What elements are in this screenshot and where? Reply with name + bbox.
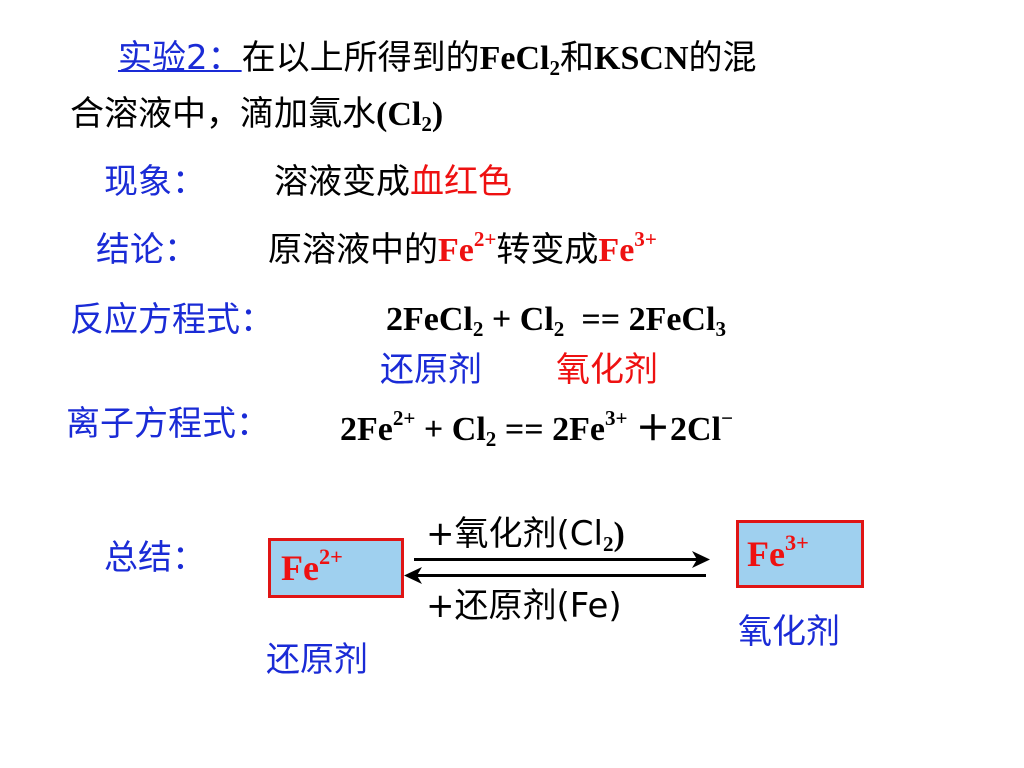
formula-fecl2: FeCl2 <box>479 40 561 80</box>
fe3-box: Fe3+ <box>736 520 864 588</box>
ion-fe3: Fe3+ <box>598 226 657 269</box>
fe2-box: Fe2+ <box>268 538 404 598</box>
reaction-label-line: 反应方程式： <box>70 298 274 342</box>
conclusion-content: 原溶液中的Fe2+转变成Fe3+ <box>268 228 657 273</box>
experiment-text-2: 和 <box>560 38 595 78</box>
summary-label: 总结： <box>104 538 206 578</box>
phenomenon-content: 溶液变成血红色 <box>274 160 512 204</box>
experiment-text-4: 合溶液中，滴加氯水 <box>70 94 376 134</box>
experiment-line-2: 合溶液中，滴加氯水(Cl2) <box>70 92 443 137</box>
ionic-equation: 2Fe2+ + Cl2 == 2Fe3+ ＋2Cl− <box>340 405 734 451</box>
phenomenon-highlight: 血红色 <box>410 162 512 202</box>
experiment-text-3: 的混 <box>688 38 757 78</box>
backward-arrow-line <box>412 574 706 577</box>
reaction-reducer-label: 还原剂 <box>380 350 482 390</box>
phenomenon-line: 现象： <box>104 160 206 204</box>
formula-cl2: (Cl2) <box>376 96 444 136</box>
conclusion-label: 结论： <box>96 230 198 270</box>
phenomenon-label: 现象： <box>104 162 206 202</box>
formula-kscn: KSCN <box>594 40 689 77</box>
summary-oxidizer-label: 氧化剂 <box>738 612 840 652</box>
conclusion-text-2: 转变成 <box>496 230 599 270</box>
experiment-line-1: 实验2：在以上所得到的FeCl2和KSCN的混 <box>118 36 757 81</box>
forward-arrow-line <box>414 558 706 561</box>
fe3-box-text: Fe3+ <box>747 529 809 574</box>
bottom-arrow-label: +还原剂(Fe) <box>426 586 622 626</box>
reaction-oxidizer-label: 氧化剂 <box>556 350 658 390</box>
conclusion-text-1: 原溶液中的 <box>268 230 438 270</box>
forward-arrow-head <box>692 551 710 568</box>
reaction-label: 反应方程式： <box>70 300 274 340</box>
experiment-text-1: 在以上所得到的 <box>241 38 480 78</box>
conclusion-label-line: 结论： <box>96 228 198 272</box>
backward-arrow-head <box>404 567 422 584</box>
experiment-label: 实验2： <box>118 38 242 78</box>
reaction-equation: 2FeCl2 + Cl2 == 2FeCl3 <box>386 301 726 341</box>
top-arrow-label: +氧化剂(Cl2) <box>426 514 625 556</box>
ionic-label-line: 离子方程式： <box>66 402 270 446</box>
ionic-label: 离子方程式： <box>66 404 270 444</box>
fe2-box-text: Fe2+ <box>281 543 343 588</box>
summary-reducer-label: 还原剂 <box>266 640 368 680</box>
ion-fe2: Fe2+ <box>438 226 497 269</box>
phenomenon-text: 溶液变成 <box>274 162 410 202</box>
